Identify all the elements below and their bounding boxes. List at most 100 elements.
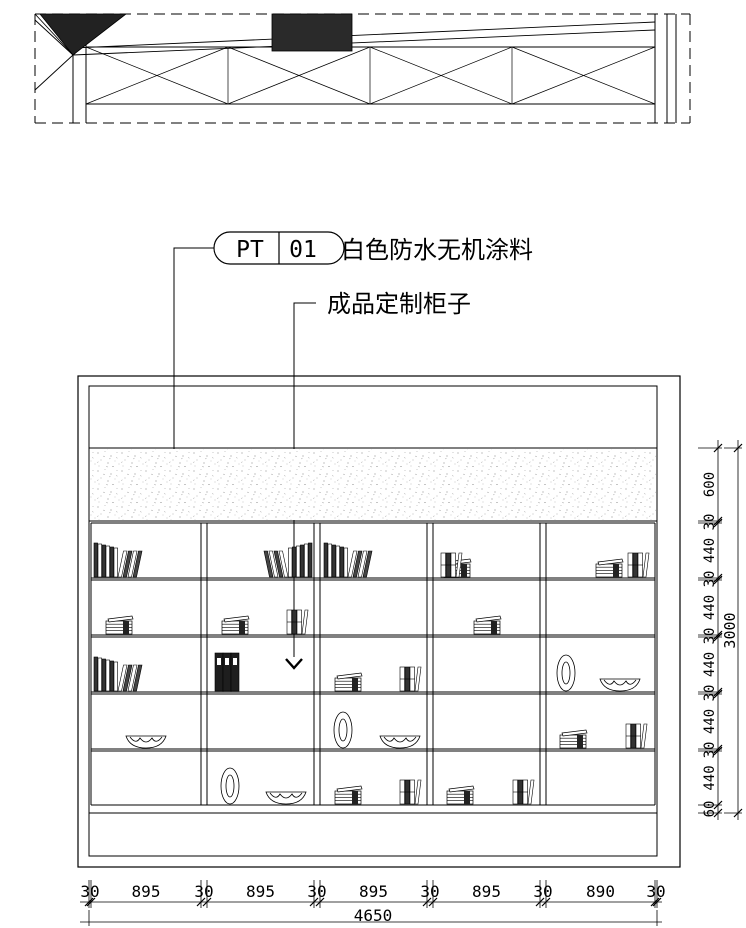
dim-tick xyxy=(315,897,325,907)
bowl-icon xyxy=(265,791,307,805)
dim-tick xyxy=(309,897,319,907)
book-stack-icon xyxy=(446,785,475,805)
bowl-pattern xyxy=(269,792,303,799)
stack-band xyxy=(352,791,358,804)
dim-label-horizontal: 895 xyxy=(359,882,388,901)
book-leaning xyxy=(268,550,279,578)
upright-books-icon xyxy=(399,666,422,692)
dim-label-vertical: 60 xyxy=(702,801,718,818)
dim-label-vertical: 30 xyxy=(702,685,718,702)
book-stack-icon xyxy=(595,558,624,578)
dim-tick xyxy=(84,897,94,907)
book-leaning xyxy=(132,664,143,692)
bowl-pattern xyxy=(129,736,163,743)
paint-band xyxy=(90,449,656,520)
book-spine xyxy=(308,542,313,578)
dim-label-vertical: 30 xyxy=(702,628,718,645)
stack-band xyxy=(464,791,470,804)
binder-label xyxy=(225,658,229,665)
binders-icon xyxy=(214,652,240,692)
book-spine xyxy=(327,543,332,578)
book-leaning xyxy=(640,723,648,749)
book-leaning xyxy=(117,550,128,578)
stack-band xyxy=(491,621,497,634)
dim-tick xyxy=(713,687,723,697)
dim-tick xyxy=(733,443,743,453)
stack-band xyxy=(352,678,358,691)
book-leaning xyxy=(263,550,274,578)
dim-tick xyxy=(713,808,723,818)
book-spine xyxy=(105,659,110,692)
dim-tick xyxy=(535,897,545,907)
cabinet-callout-label: 成品定制柜子 xyxy=(327,290,471,318)
book-spine xyxy=(343,547,348,578)
dim-tick xyxy=(733,808,743,818)
dim-tick xyxy=(428,897,438,907)
stack-top-book xyxy=(597,558,624,566)
bowl-icon xyxy=(599,678,641,692)
binder-label xyxy=(233,658,237,665)
books-leaning-icon xyxy=(323,542,373,578)
vase-body xyxy=(220,767,240,805)
book-spine xyxy=(101,544,106,578)
binder-label xyxy=(217,658,221,665)
book-leaning xyxy=(357,550,368,578)
dim-tick xyxy=(541,897,551,907)
dim-tick xyxy=(713,518,723,528)
tag-number: 01 xyxy=(289,237,317,263)
book-leaning xyxy=(362,550,373,578)
upright-books-icon xyxy=(440,552,463,578)
stack-top-book xyxy=(336,672,363,680)
dim-tick xyxy=(713,516,723,526)
upright-books-icon xyxy=(286,609,309,635)
stack-band xyxy=(123,621,129,634)
dim-total-horizontal: 4650 xyxy=(354,906,393,925)
book-spine xyxy=(304,543,309,578)
dim-label-vertical: 440 xyxy=(702,595,718,620)
tag-material-label: 白色防水无机涂料 xyxy=(341,236,533,264)
book-spine xyxy=(113,661,118,692)
dim-label-horizontal: 895 xyxy=(132,882,161,901)
book-leaning xyxy=(273,550,284,578)
dim-tick xyxy=(713,746,723,756)
shelf-items xyxy=(93,542,650,805)
upright-books-icon xyxy=(399,779,422,805)
book-stack-icon xyxy=(221,615,250,635)
book-leaning xyxy=(117,664,128,692)
book-leaning xyxy=(352,550,363,578)
bowl-pattern xyxy=(383,736,417,743)
dim-label-vertical: 30 xyxy=(702,742,718,759)
dim-tick xyxy=(422,897,432,907)
stack-top-book xyxy=(336,785,363,793)
stack-band xyxy=(613,564,619,577)
book-spine xyxy=(300,544,305,578)
tag-leader-line xyxy=(173,247,214,462)
dim-tick xyxy=(202,897,212,907)
dim-label-horizontal: 30 xyxy=(80,882,99,901)
vase-inner xyxy=(338,718,348,742)
book-leaning xyxy=(127,550,138,578)
book-leaning xyxy=(122,664,133,692)
vase-icon xyxy=(333,711,353,749)
upright-books-icon xyxy=(512,779,535,805)
plan-section xyxy=(34,13,691,124)
vase-body xyxy=(333,711,353,749)
dim-label-vertical: 30 xyxy=(702,571,718,588)
dim-label-horizontal: 30 xyxy=(646,882,665,901)
upright-books-icon xyxy=(627,552,650,578)
vase-body xyxy=(556,654,576,692)
dim-tick xyxy=(713,800,723,810)
book-stack-icon xyxy=(334,672,363,692)
cabinet-leader-line xyxy=(293,302,316,657)
book-leaning xyxy=(414,666,422,692)
vase-icon xyxy=(220,767,240,805)
book-stack-icon xyxy=(105,615,134,635)
stack-top-book xyxy=(448,785,475,793)
book-leaning xyxy=(278,550,289,578)
book-leaning xyxy=(132,550,143,578)
stack-top-book xyxy=(107,615,134,623)
tag-code: PT xyxy=(236,237,264,263)
book-spine xyxy=(323,542,328,578)
